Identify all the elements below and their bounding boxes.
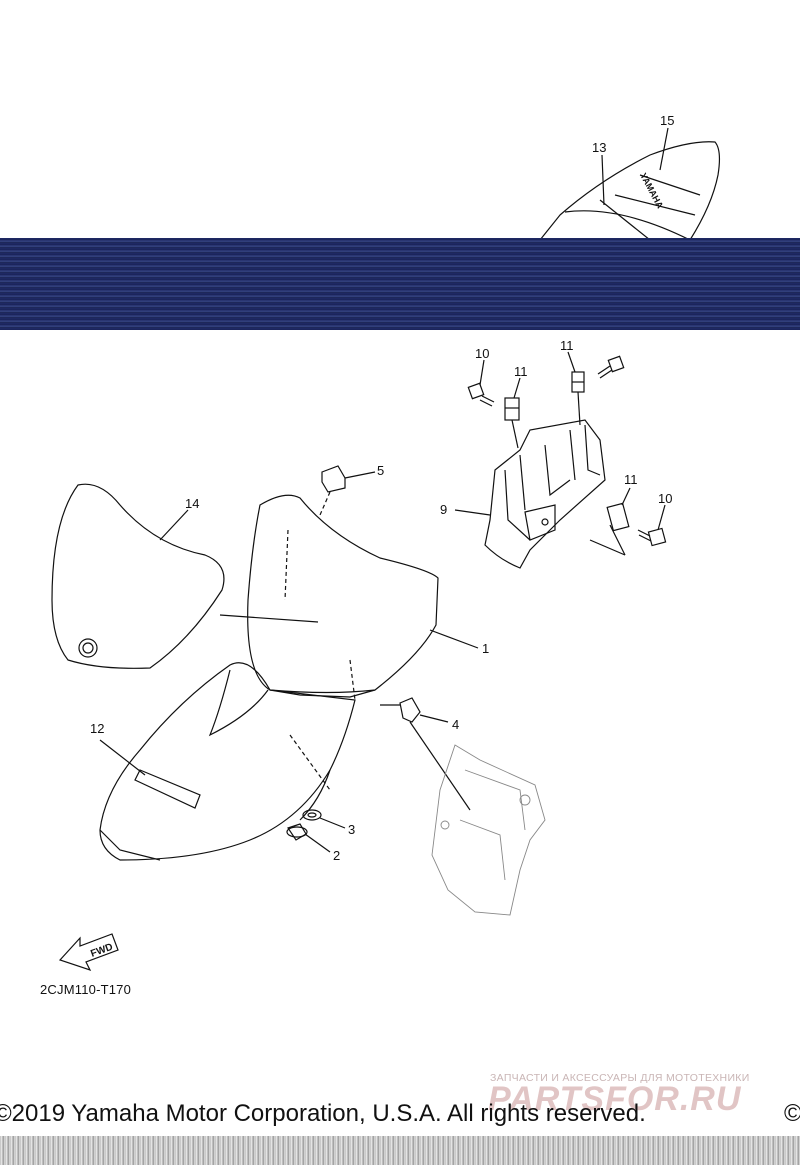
callout-3: 3	[348, 822, 355, 837]
scan-noise-bottom	[0, 1136, 800, 1165]
grommet-4	[399, 697, 421, 723]
callout-10-right: 10	[658, 491, 672, 506]
fwd-arrow-icon	[58, 933, 119, 972]
bolt-2	[286, 823, 308, 841]
bolt-10-left	[467, 382, 495, 407]
copyright-tail: ©	[784, 1100, 800, 1127]
bolt-10-top	[597, 355, 625, 379]
nut-11-right	[606, 502, 630, 532]
side-cover-part	[51, 483, 225, 669]
fwd-text: FWD	[89, 942, 114, 960]
bolt-10-right	[637, 527, 667, 547]
callout-11-top: 11	[560, 338, 574, 353]
callout-5: 5	[377, 463, 384, 478]
clip-5	[321, 465, 346, 493]
callout-13: 13	[592, 140, 606, 155]
watermark-logo: PARTSFOR.RU	[488, 1080, 742, 1118]
nut-11-left	[504, 397, 520, 421]
callout-2: 2	[333, 848, 340, 863]
callout-15: 15	[660, 113, 674, 128]
callout-1: 1	[482, 641, 489, 656]
watermark-caption: ЗАПЧАСТИ И АКСЕССУАРЫ ДЛЯ МОТОТЕХНИКИ	[490, 1072, 750, 1084]
seat-part	[538, 141, 721, 241]
callout-4: 4	[452, 717, 459, 732]
scan-noise-band	[0, 238, 800, 330]
callout-11-left: 11	[514, 364, 528, 379]
nut-11-top	[571, 371, 585, 393]
callout-10-left: 10	[475, 346, 489, 361]
copyright-text: ©2019 Yamaha Motor Corporation, U.S.A. A…	[0, 1100, 646, 1127]
front-stay-part	[431, 744, 546, 916]
callout-11-right: 11	[624, 472, 638, 487]
callout-12: 12	[90, 721, 104, 736]
callout-9: 9	[440, 502, 447, 517]
washer-3	[302, 809, 322, 821]
part-code-label: 2CJM110-T170	[40, 982, 132, 997]
bracket-part	[484, 419, 606, 569]
callout-14: 14	[185, 496, 199, 511]
windscreen-part	[247, 494, 439, 698]
